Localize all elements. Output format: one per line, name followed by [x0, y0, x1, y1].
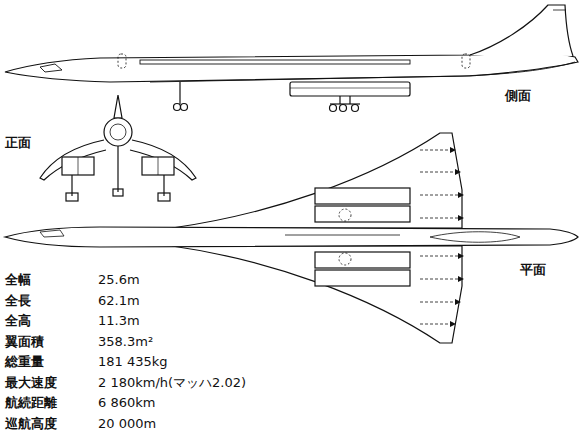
spec-value: 358.3m² [98, 334, 153, 350]
spec-value: 62.1m [98, 293, 140, 309]
spec-value: 25.6m [98, 272, 140, 288]
view-label: 正面 [5, 135, 31, 151]
plan-view [5, 133, 578, 343]
view-label: 側面 [505, 88, 531, 104]
spec-name: 総重量 [5, 354, 44, 370]
spec-value: 6 860km [98, 395, 155, 411]
spec-name: 全高 [5, 313, 31, 329]
front-view [40, 95, 196, 201]
view-label: 平面 [520, 262, 546, 278]
spec-value: 11.3m [98, 313, 140, 329]
spec-value: 181 435kg [98, 354, 168, 370]
spec-name: 翼面積 [5, 334, 44, 350]
spec-name: 最大速度 [5, 375, 57, 391]
spec-name: 全幅 [5, 272, 31, 288]
spec-name: 巡航高度 [5, 416, 57, 432]
spec-value: 20 000m [98, 416, 156, 432]
spec-name: 全長 [5, 293, 31, 309]
spec-name: 航続距離 [5, 395, 57, 411]
spec-value: 2 180km/h(マッハ2.02) [98, 375, 246, 391]
side-view [5, 5, 578, 112]
